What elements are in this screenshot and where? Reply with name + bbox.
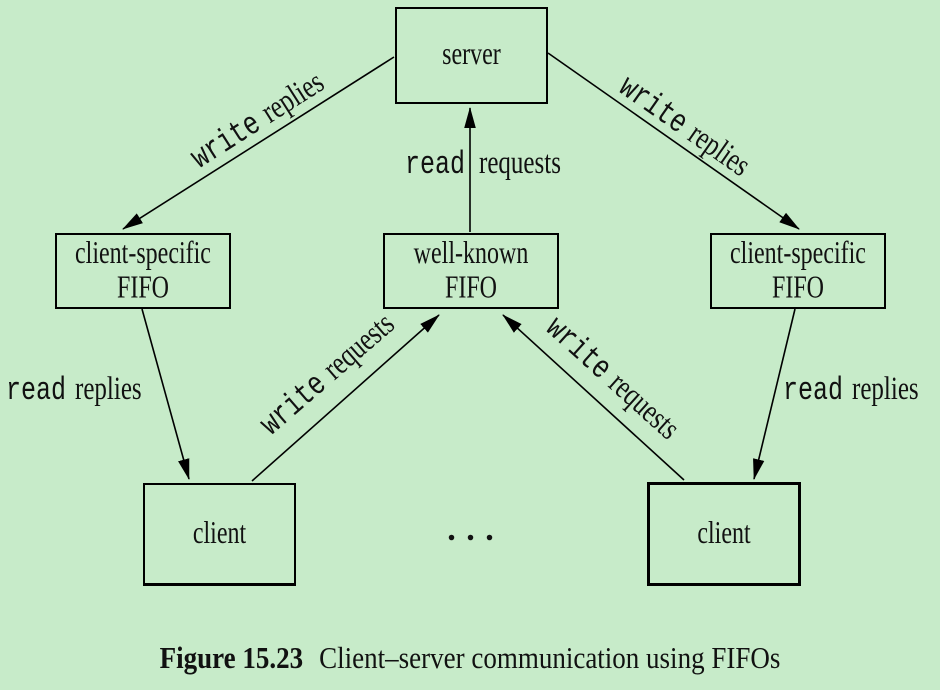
label-read-replies-right: read replies [783, 372, 919, 410]
left-fifo-line1: client-specific [75, 236, 211, 271]
more-clients-ellipsis: . . . [447, 511, 495, 548]
figure-caption: Figure 15.23 Client–server communication … [0, 641, 940, 676]
arrow-left-fifo-to-client [141, 308, 190, 480]
server-box-label: server [442, 38, 501, 73]
well-known-fifo-box-label: well-known FIFO [414, 236, 529, 306]
label-read-replies-left-word: replies [75, 371, 142, 407]
arrow-server-to-right-fifo [547, 52, 800, 230]
arrow-left-client-to-wellknown [251, 314, 440, 482]
read-keyword: read [404, 145, 465, 184]
right-client-specific-fifo-box: client-specific FIFO [710, 233, 886, 309]
right-client-box: client [647, 482, 801, 586]
well-known-fifo-box: well-known FIFO [383, 233, 559, 309]
right-fifo-box-label: client-specific FIFO [730, 236, 866, 306]
arrow-server-to-left-fifo [122, 56, 395, 230]
right-fifo-line2: FIFO [771, 271, 825, 306]
left-client-box-label: client [192, 516, 247, 551]
label-read-replies-right-keyword: read [783, 371, 844, 410]
well-known-fifo-line1: well-known [413, 236, 529, 271]
server-box: server [395, 7, 548, 104]
label-read-replies-right-word: replies [852, 371, 919, 407]
figure-caption-text: Client–server communication using FIFOs [319, 641, 781, 675]
left-fifo-line2: FIFO [116, 271, 170, 306]
right-fifo-line1: client-specific [730, 236, 866, 271]
well-known-fifo-line2: FIFO [444, 271, 498, 306]
label-read-requests-word: requests [479, 146, 561, 182]
label-read-replies-left-keyword: read [6, 371, 67, 410]
left-client-box: client [143, 483, 296, 586]
requests-word: requests [479, 145, 561, 181]
figure-caption-number: Figure 15.23 [159, 641, 304, 675]
left-fifo-box-label: client-specific FIFO [75, 236, 211, 306]
arrow-right-fifo-to-client [753, 308, 796, 480]
left-client-specific-fifo-box: client-specific FIFO [55, 233, 231, 309]
label-read-replies-left: read replies [6, 372, 142, 410]
right-client-box-label: client [697, 516, 751, 551]
label-read-requests-keyword: read [405, 146, 465, 184]
arrow-right-client-to-wellknown [502, 314, 685, 481]
